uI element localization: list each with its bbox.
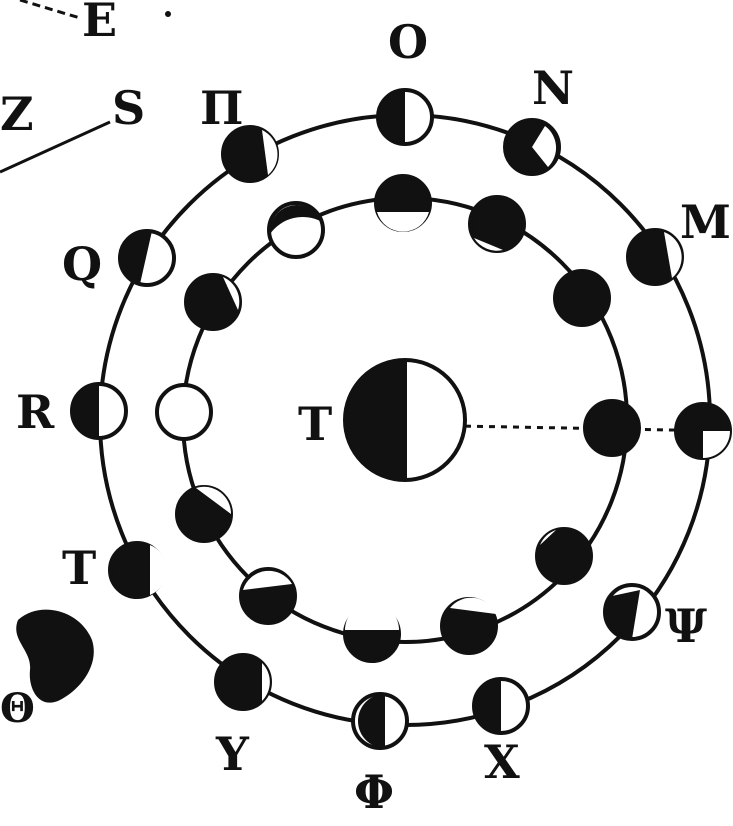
- inner-moon-11: [184, 273, 242, 331]
- label-Theta: Θ: [0, 685, 35, 732]
- inner-moon-6: [440, 597, 498, 655]
- label-O: O: [388, 15, 428, 69]
- outer-moon-X: [472, 677, 530, 735]
- outer-moon-Q: [118, 229, 176, 287]
- outer-moon-N: [503, 118, 561, 176]
- inner-moon-8: [239, 567, 297, 625]
- label-E: E: [82, 0, 117, 47]
- inner-moon-3: [553, 269, 611, 327]
- earth: [343, 358, 467, 482]
- outer-moon-Psi: [603, 583, 661, 641]
- label-Z: Z: [0, 87, 34, 141]
- outer-moon-Y: [214, 653, 272, 711]
- label-Psi: Ψ: [665, 599, 707, 653]
- outer-moon-right: [674, 402, 732, 460]
- inner-moon-5: [535, 527, 593, 585]
- inner-moons: [155, 174, 641, 663]
- label-N: N: [532, 61, 574, 115]
- label-T-outer: T: [62, 541, 96, 595]
- inner-moon-9: [175, 485, 233, 543]
- outer-moon-Phi: [351, 692, 409, 750]
- inner-moon-1: [374, 174, 432, 232]
- label-Q: Q: [62, 237, 102, 291]
- label-R: R: [16, 385, 55, 439]
- outer-moon-T: [108, 541, 167, 599]
- outer-moon-Pi: [221, 125, 279, 183]
- line-to-E: [19, 0, 81, 20]
- label-X: X: [484, 735, 520, 789]
- outer-moon-M: [626, 228, 684, 286]
- inner-moon-10: [155, 383, 213, 441]
- inner-moon-4: [583, 399, 641, 457]
- outer-moons: [70, 88, 732, 750]
- label-S: S: [112, 81, 145, 135]
- outer-moon-R: [70, 382, 128, 440]
- inner-moon-2: [468, 195, 526, 253]
- dot: [165, 11, 171, 17]
- label-Phi: Φ: [354, 765, 394, 819]
- label-M: M: [680, 195, 731, 249]
- ornament-blot: [16, 609, 94, 703]
- line-to-S: [0, 120, 111, 174]
- label-Pi: Π: [200, 81, 243, 135]
- label-Y: Y: [215, 727, 250, 781]
- label-earth-T: T: [298, 397, 332, 451]
- inner-moon-7: [343, 603, 401, 663]
- inner-moon-12: [267, 201, 325, 259]
- outer-moon-O: [376, 88, 434, 146]
